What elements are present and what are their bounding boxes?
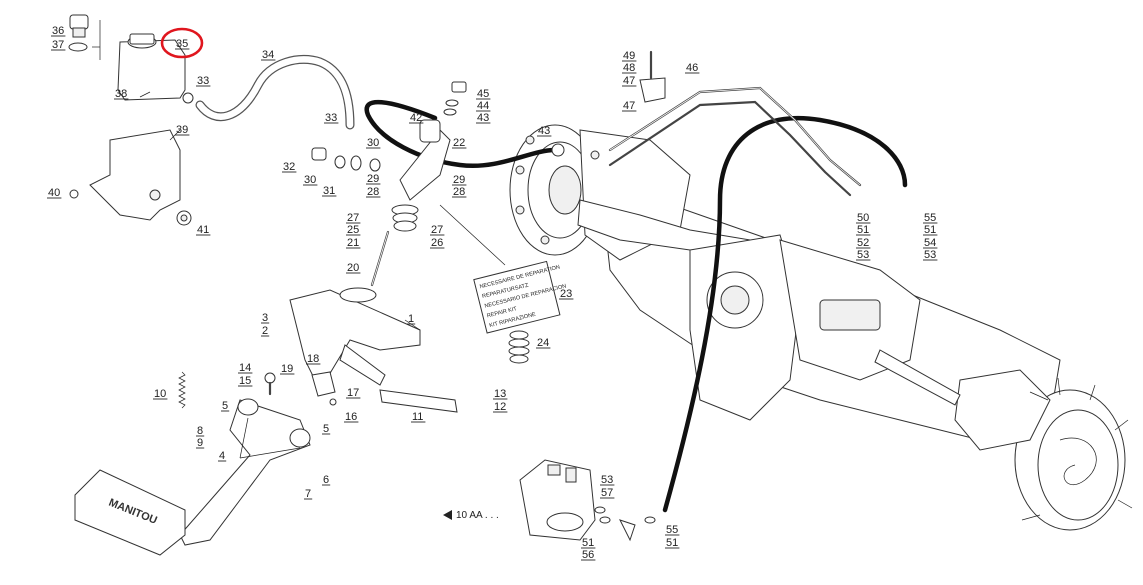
callout-32: 32 (283, 161, 295, 173)
callout-33: 33 (197, 75, 209, 87)
callout-19: 19 (281, 363, 293, 375)
callout-21: 21 (347, 237, 359, 249)
callout-34: 34 (262, 49, 274, 61)
callout-53: 53 (601, 474, 613, 486)
highlight-ring (160, 27, 204, 59)
callout-35: 35 (176, 38, 188, 50)
callout-44: 44 (477, 100, 489, 112)
callout-5: 5 (323, 423, 329, 435)
callout-41: 41 (197, 224, 209, 236)
callout-55: 55 (924, 212, 936, 224)
callout-9: 9 (197, 437, 203, 449)
callout-51: 51 (666, 537, 678, 549)
callout-39: 39 (176, 124, 188, 136)
callout-27: 27 (347, 212, 359, 224)
callout-25: 25 (347, 224, 359, 236)
callout-47: 47 (623, 75, 635, 87)
callout-33: 33 (325, 112, 337, 124)
callout-18: 18 (307, 353, 319, 365)
callout-31: 31 (323, 185, 335, 197)
callout-24: 24 (537, 337, 549, 349)
callout-5: 5 (222, 400, 228, 412)
callout-29: 29 (367, 173, 379, 185)
callout-51: 51 (924, 224, 936, 236)
callout-26: 26 (431, 237, 443, 249)
callout-17: 17 (347, 387, 359, 399)
callout-57: 57 (601, 487, 613, 499)
leader-lines (92, 20, 506, 459)
callout-43: 43 (477, 112, 489, 124)
callout-52: 52 (857, 237, 869, 249)
callout-56: 56 (582, 549, 594, 561)
callout-3: 3 (262, 312, 268, 324)
callout-38: 38 (115, 88, 127, 100)
callout-55: 55 (666, 524, 678, 536)
callout-15: 15 (239, 375, 251, 387)
callout-54: 54 (924, 237, 936, 249)
callout-12: 12 (494, 401, 506, 413)
callout-30: 30 (367, 137, 379, 149)
callout-40: 40 (48, 187, 60, 199)
callout-14: 14 (239, 362, 251, 374)
callout-47: 47 (623, 100, 635, 112)
axle-assembly (509, 124, 1133, 531)
callout-16: 16 (345, 411, 357, 423)
callout-10: 10 (154, 388, 166, 400)
callout-20: 20 (347, 262, 359, 274)
callout-43: 43 (538, 125, 550, 137)
callout-29: 29 (453, 174, 465, 186)
valve-block: 10 AA . . . (443, 459, 656, 542)
callout-11: 11 (412, 411, 423, 423)
callout-2: 2 (262, 325, 268, 337)
callout-37: 37 (52, 39, 64, 51)
callout-13: 13 (494, 388, 506, 400)
callout-49: 49 (623, 50, 635, 62)
callout-42: 42 (410, 112, 422, 124)
callout-4: 4 (219, 450, 225, 462)
master-cylinder-parts (68, 14, 666, 287)
callout-27: 27 (431, 224, 443, 236)
callout-53: 53 (857, 249, 869, 261)
pedal-assembly: MANITOU (74, 287, 458, 556)
callout-7: 7 (305, 488, 311, 500)
callout-51: 51 (857, 224, 869, 236)
callout-30: 30 (304, 174, 316, 186)
callout-53: 53 (924, 249, 936, 261)
callout-45: 45 (477, 88, 489, 100)
page-reference: 10 AA . . . (456, 510, 499, 521)
callout-6: 6 (323, 474, 329, 486)
repair-kit: NECESSAIRE DE REPARATION REPARATURSATZ N… (473, 260, 567, 364)
callout-28: 28 (367, 186, 379, 198)
hydraulic-lines (195, 54, 908, 513)
callout-8: 8 (197, 425, 203, 437)
callout-36: 36 (52, 25, 64, 37)
callout-1: 1 (408, 313, 414, 325)
callout-28: 28 (453, 186, 465, 198)
callout-48: 48 (623, 62, 635, 74)
callout-22: 22 (453, 137, 465, 149)
callout-51: 51 (582, 537, 594, 549)
callout-46: 46 (686, 62, 698, 74)
callout-50: 50 (857, 212, 869, 224)
callout-23: 23 (560, 288, 572, 300)
